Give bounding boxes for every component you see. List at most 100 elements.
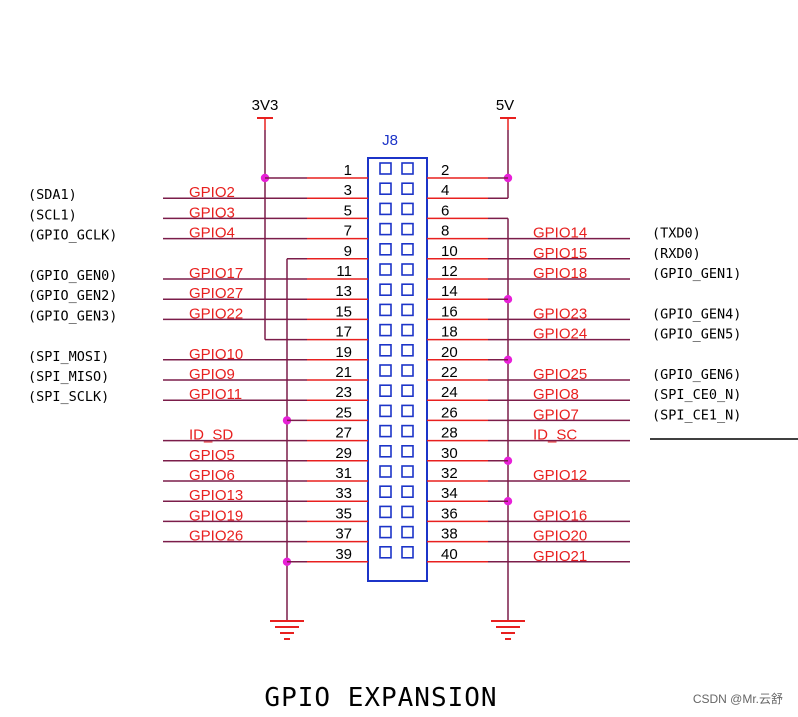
pin-number-left: 3	[344, 182, 352, 199]
net-label-right: GPIO23	[533, 305, 587, 322]
net-label-left: GPIO22	[189, 305, 243, 322]
pin-number-left: 11	[336, 263, 352, 280]
pin-number-right: 2	[441, 162, 449, 179]
function-label-right: (GPIO_GEN5)	[652, 327, 741, 343]
net-label-left: GPIO10	[189, 346, 243, 363]
pin-number-right: 24	[441, 384, 458, 401]
pin-number-right: 40	[441, 546, 458, 563]
pin-number-right: 16	[441, 303, 458, 320]
function-label-left: (SPI_SCLK)	[28, 389, 109, 405]
rail-3v3-label: 3V3	[252, 97, 279, 114]
pin-square-odd	[379, 485, 392, 499]
function-label-left: (SPI_MOSI)	[28, 349, 109, 365]
function-label-left: (GPIO_GCLK)	[28, 228, 117, 244]
pin-number-left: 33	[335, 485, 352, 502]
pin-square-odd	[379, 384, 392, 398]
ground-symbol-left	[270, 620, 304, 640]
pin-square-odd	[379, 525, 392, 539]
connector-j8: J8	[367, 132, 428, 582]
rail-5v-label: 5V	[496, 97, 514, 114]
pin-number-left: 37	[335, 526, 352, 543]
pin-square-even	[401, 545, 414, 559]
pin-number-left: 19	[335, 344, 352, 361]
function-label-left: (SDA1)	[28, 187, 77, 203]
pin-number-left: 35	[335, 505, 352, 522]
net-label-left: GPIO19	[189, 507, 243, 524]
pin-square-even	[401, 404, 414, 418]
net-label-left: GPIO13	[189, 487, 243, 504]
pin-square-odd	[379, 323, 392, 337]
function-label-right: (TXD0)	[652, 226, 701, 242]
pin-square-even	[401, 202, 414, 216]
pin-square-odd	[379, 364, 392, 377]
pin-number-left: 1	[344, 162, 352, 179]
pin-number-right: 32	[441, 465, 458, 482]
pin-number-right: 30	[441, 445, 458, 462]
pin-number-left: 13	[335, 283, 352, 300]
pin-square-odd	[379, 424, 392, 438]
pin-number-right: 8	[441, 223, 449, 240]
pin-square-even	[401, 424, 414, 438]
pin-square-even	[401, 384, 414, 398]
pin-number-left: 21	[335, 364, 352, 381]
pin-square-odd	[379, 404, 392, 418]
pin-number-right: 14	[441, 283, 458, 300]
pin-number-right: 20	[441, 344, 458, 361]
pin-number-right: 6	[441, 202, 449, 219]
net-label-right: GPIO14	[533, 225, 587, 242]
pin-square-odd	[379, 343, 392, 357]
pin-square-even	[401, 243, 414, 256]
pin-square-odd	[379, 202, 392, 216]
pin-number-left: 25	[335, 404, 352, 421]
function-label-right: (GPIO_GEN4)	[652, 306, 741, 322]
net-label-left: GPIO6	[189, 467, 235, 484]
pin-square-even	[401, 283, 414, 297]
function-label-left: (SCL1)	[28, 207, 77, 223]
net-label-left: GPIO26	[189, 528, 243, 545]
pin-number-right: 18	[441, 324, 458, 341]
pin-square-odd	[379, 162, 392, 175]
pin-square-even	[401, 505, 414, 519]
net-label-left: GPIO9	[189, 366, 235, 383]
net-label-right: GPIO16	[533, 507, 587, 524]
pin-number-left: 39	[335, 546, 352, 563]
pin-square-odd	[379, 222, 392, 236]
pin-number-left: 27	[335, 425, 352, 442]
net-label-right: GPIO7	[533, 406, 579, 423]
pin-square-even	[401, 263, 414, 276]
pin-square-even	[401, 343, 414, 357]
pin-square-odd	[379, 505, 392, 519]
pin-square-odd	[379, 545, 392, 559]
pin-square-even	[401, 323, 414, 337]
pin-row: 19 20 GPIO10 (SPI_MOSI)	[28, 344, 508, 365]
pin-number-right: 26	[441, 404, 458, 421]
pin-number-right: 12	[441, 263, 458, 280]
ground-layer	[270, 620, 525, 640]
pin-square-odd	[379, 465, 392, 478]
pin-number-right: 28	[441, 425, 458, 442]
pin-square-even	[401, 485, 414, 499]
pin-square-even	[401, 222, 414, 236]
net-label-right: GPIO20	[533, 528, 587, 545]
pin-square-even	[401, 182, 414, 195]
pin-square-odd	[379, 263, 392, 276]
pin-square-even	[401, 303, 414, 317]
pin-number-right: 36	[441, 505, 458, 522]
net-label-left: GPIO11	[189, 386, 242, 403]
pin-row: 35 36 GPIO19 GPIO16	[163, 505, 630, 524]
pin-row: 25 26 GPIO7 (SPI_CE1_N)	[287, 404, 741, 423]
net-label-left: GPIO2	[189, 184, 235, 201]
function-label-right: (SPI_CE1_N)	[652, 407, 741, 423]
net-label-right: GPIO25	[533, 366, 587, 383]
